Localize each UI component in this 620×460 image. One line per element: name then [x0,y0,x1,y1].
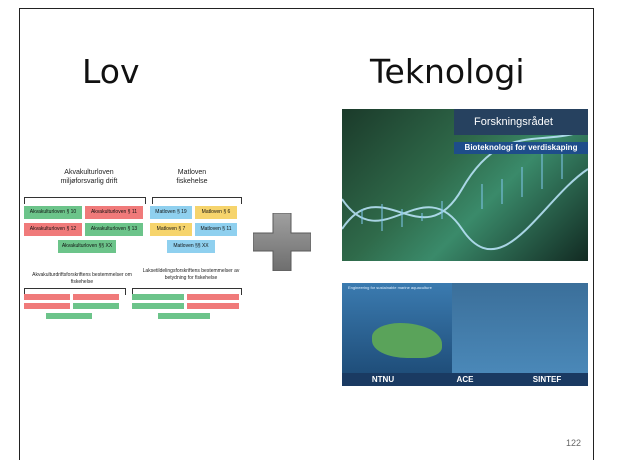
forskningsradet-badge: Forskningsrådet [454,109,588,135]
aquaculture-image: Engineering for sustainable marine aquac… [342,283,588,386]
ace-logo: ACE [456,375,474,384]
law-box: Matloven § 6 [195,206,237,219]
group3-heading: Akvakulturdriftsforskriftens bestemmelse… [32,272,132,285]
group2-heading: Matloven fiskehelse [176,169,208,185]
law-box: Akvakulturloven § 11 [85,206,143,219]
law-box: Matloven § 7 [150,223,192,236]
forskningsradet-label: Forskningsrådet [474,116,553,128]
law-box: Matloven §§ XX [167,240,215,253]
title-teknologi: Teknologi [370,52,525,91]
bioteknologi-bar: Bioteknologi for verdiskaping [454,142,588,154]
mini-box [73,294,119,300]
land-shape [372,323,442,358]
group1-brace [24,197,146,204]
group1-heading: Akvakulturloven miljøforsvarlig drift [60,169,118,185]
group3-brace [24,288,126,295]
law-box: Matloven § 19 [150,206,192,219]
map-panel [452,283,588,373]
group2-brace [152,197,242,204]
mini-box [24,303,70,309]
dna-image: Forskningsrådet Bioteknologi for verdisk… [342,109,588,261]
dna-helix-graphic [342,128,588,251]
law-box: Akvakulturloven § 12 [24,223,82,236]
mini-box [187,303,239,309]
mini-box [73,303,119,309]
mini-box [24,294,70,300]
logo-bar: NTNU ACE SINTEF [342,373,588,386]
mini-box [46,313,92,319]
mini-box [158,313,210,319]
group4-heading: Laksetildelingsforskriftens bestemmelser… [142,268,240,281]
ntnu-logo: NTNU [371,375,395,384]
title-lov: Lov [82,52,140,91]
mini-box [187,294,239,300]
aqua-caption: Engineering for sustainable marine aquac… [348,285,432,290]
law-diagram: Akvakulturloven miljøforsvarlig drift Ma… [22,168,242,338]
law-box: Akvakulturloven § 10 [24,206,82,219]
law-box: Akvakulturloven § 13 [85,223,143,236]
slide-frame [19,8,594,460]
plus-icon [253,213,311,271]
sintef-logo: SINTEF [532,375,562,384]
group4-brace [132,288,242,295]
mini-box [132,303,184,309]
law-box: Akvakulturloven §§ XX [58,240,116,253]
mini-box [132,294,184,300]
page-number: 122 [566,438,582,448]
law-box: Matloven § 11 [195,223,237,236]
